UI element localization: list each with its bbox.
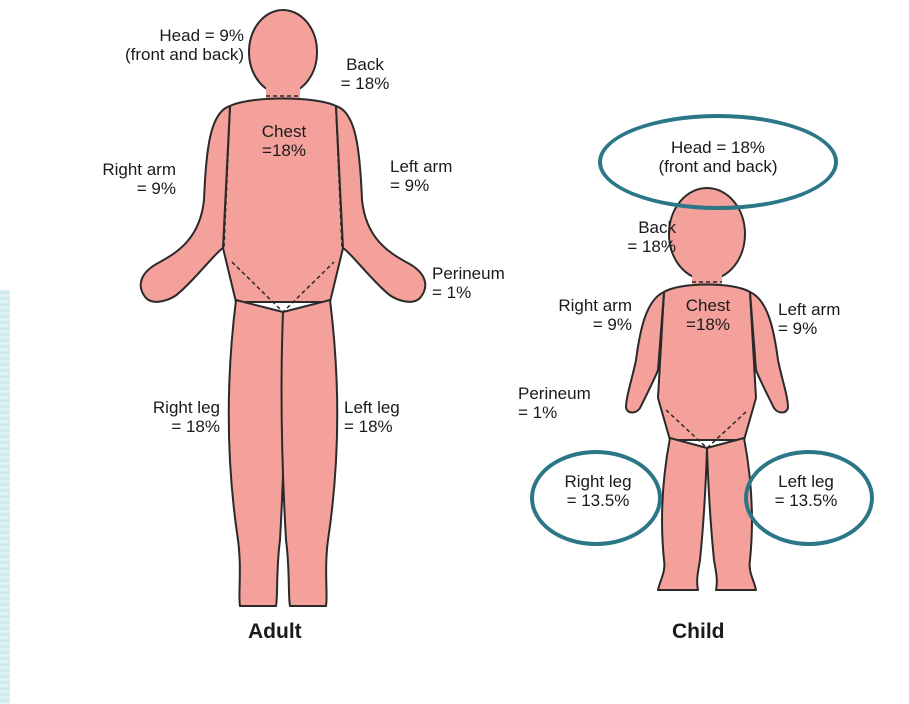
adult-perineum-label-line1: Perineum (432, 264, 532, 283)
child-back-label-line1: Back (586, 218, 676, 237)
child-right-leg (658, 438, 707, 590)
child-head-label: Head = 18% (front and back) (618, 138, 818, 176)
child-right-leg-label-line2: = 13.5% (548, 491, 648, 510)
child-chest-label-line2: =18% (670, 315, 746, 334)
adult-left-arm-label-line2: = 9% (390, 176, 490, 195)
adult-left-leg-label: Left leg = 18% (344, 398, 444, 436)
child-left-arm-label: Left arm = 9% (778, 300, 878, 338)
adult-right-leg (229, 300, 285, 606)
child-head-label-line2: (front and back) (618, 157, 818, 176)
adult-head (249, 10, 317, 94)
child-back-label-line2: = 18% (586, 237, 676, 256)
adult-right-leg-label: Right leg = 18% (110, 398, 220, 436)
child-perineum-label: Perineum = 1% (518, 384, 618, 422)
child-right-leg-label-line1: Right leg (548, 472, 648, 491)
child-right-arm-label-line1: Right arm (520, 296, 632, 315)
child-perineum-label-line2: = 1% (518, 403, 618, 422)
child-chest-label: Chest =18% (670, 296, 746, 334)
adult-caption: Adult (248, 620, 302, 644)
child-right-arm-label-line2: = 9% (520, 315, 632, 334)
adult-right-leg-label-line2: = 18% (110, 417, 220, 436)
adult-right-leg-label-line1: Right leg (110, 398, 220, 417)
child-right-arm-label: Right arm = 9% (520, 296, 632, 334)
adult-left-leg (282, 300, 338, 606)
adult-head-label-line1: Head = 9% (66, 26, 244, 45)
adult-perineum-label-line2: = 1% (432, 283, 532, 302)
adult-back-label: Back = 18% (326, 55, 404, 93)
adult-left-leg-label-line2: = 18% (344, 417, 444, 436)
child-head-label-line1: Head = 18% (618, 138, 818, 157)
adult-head-label-line2: (front and back) (66, 45, 244, 64)
child-left-leg-label-line1: Left leg (756, 472, 856, 491)
adult-right-arm-label-line2: = 9% (66, 179, 176, 198)
child-left-arm-label-line2: = 9% (778, 319, 878, 338)
child-left-leg-label-line2: = 13.5% (756, 491, 856, 510)
adult-right-arm (141, 106, 230, 302)
adult-right-arm-label-line1: Right arm (66, 160, 176, 179)
adult-left-arm-label-line1: Left arm (390, 157, 490, 176)
child-caption: Child (672, 620, 725, 644)
adult-figure (141, 10, 426, 606)
adult-right-arm-label: Right arm = 9% (66, 160, 176, 198)
adult-left-arm-label: Left arm = 9% (390, 157, 490, 195)
adult-left-leg-label-line1: Left leg (344, 398, 444, 417)
adult-back-label-line2: = 18% (326, 74, 404, 93)
child-left-leg-label: Left leg = 13.5% (756, 472, 856, 510)
child-perineum-label-line1: Perineum (518, 384, 618, 403)
child-back-label: Back = 18% (586, 218, 676, 256)
adult-chest-label-line2: =18% (246, 141, 322, 160)
adult-chest-label: Chest =18% (246, 122, 322, 160)
adult-back-label-line1: Back (326, 55, 404, 74)
child-left-arm-label-line1: Left arm (778, 300, 878, 319)
adult-perineum-label: Perineum = 1% (432, 264, 532, 302)
child-chest-label-line1: Chest (670, 296, 746, 315)
adult-head-label: Head = 9% (front and back) (66, 26, 244, 64)
adult-chest-label-line1: Chest (246, 122, 322, 141)
child-right-leg-label: Right leg = 13.5% (548, 472, 648, 510)
adult-left-arm (336, 106, 425, 302)
